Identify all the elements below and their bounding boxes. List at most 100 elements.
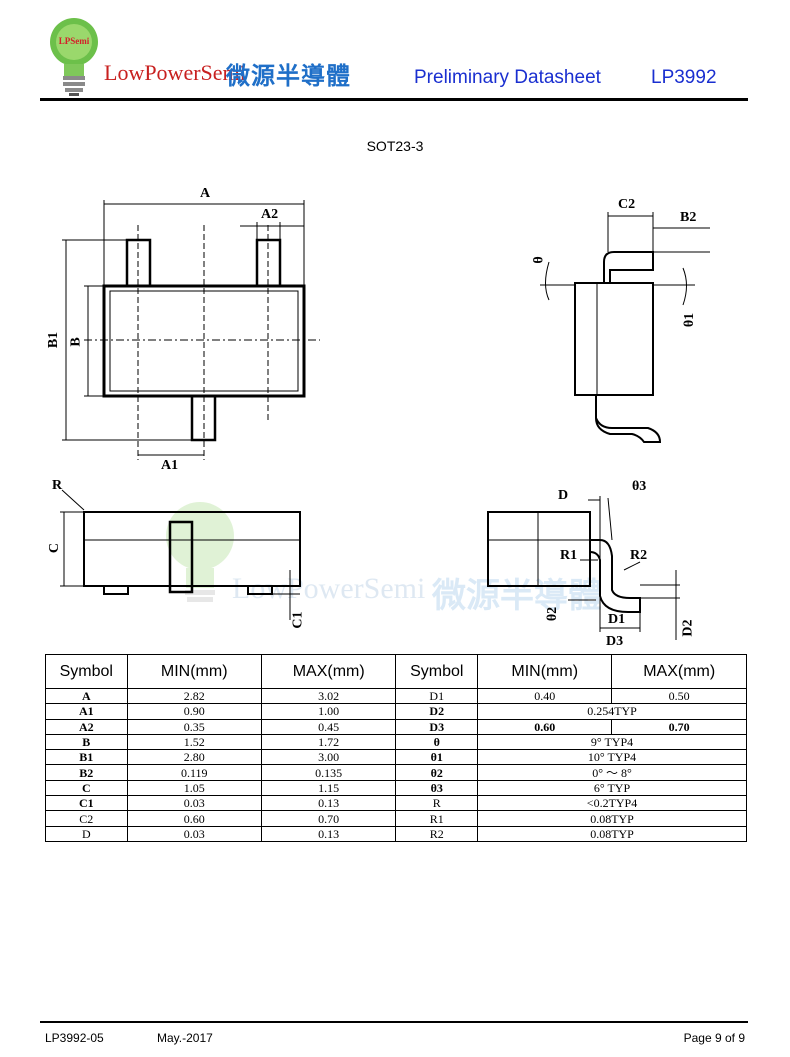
page-header: LPSemi LowPowerSemi 微源半導體 Preliminary Da… bbox=[0, 0, 790, 104]
col-symbol-2: Symbol bbox=[395, 654, 479, 689]
value-cell: <0.2TYP4 bbox=[477, 795, 747, 812]
label-R1: R1 bbox=[560, 548, 578, 563]
min-cell: 0.90 bbox=[126, 703, 262, 720]
min-cell: 2.80 bbox=[126, 749, 262, 766]
label-A: A bbox=[200, 186, 211, 201]
label-theta2: θ2 bbox=[545, 606, 561, 622]
symbol-cell: θ bbox=[395, 733, 479, 751]
label-A2: A2 bbox=[261, 207, 279, 222]
document-title: Preliminary Datasheet bbox=[414, 67, 601, 88]
min-cell: 0.03 bbox=[126, 825, 262, 842]
front-view bbox=[60, 489, 301, 620]
footer-page-number: Page 9 of 9 bbox=[683, 1031, 745, 1045]
symbol-cell: D3 bbox=[395, 718, 479, 735]
max-cell: 0.70 bbox=[611, 718, 747, 735]
detail-view bbox=[487, 496, 680, 640]
symbol-cell: B1 bbox=[45, 749, 128, 766]
min-cell: 0.119 bbox=[126, 764, 262, 781]
footer-rule bbox=[40, 1021, 748, 1023]
part-number: LP3992 bbox=[651, 67, 717, 88]
package-outline-drawing bbox=[60, 200, 710, 640]
max-cell: 3.02 bbox=[260, 687, 397, 705]
max-cell: 3.00 bbox=[260, 749, 397, 766]
label-C2: C2 bbox=[618, 197, 636, 212]
max-cell: 0.13 bbox=[260, 825, 397, 842]
symbol-cell: R2 bbox=[395, 825, 479, 842]
symbol-cell: B bbox=[45, 733, 128, 751]
label-D3: D3 bbox=[606, 634, 624, 649]
symbol-cell: R bbox=[395, 795, 479, 812]
symbol-cell: C2 bbox=[45, 810, 128, 827]
value-cell: 0° ～ 8° bbox=[477, 764, 747, 781]
symbol-cell: C bbox=[45, 779, 128, 797]
min-cell: 1.05 bbox=[126, 779, 262, 797]
label-D: D bbox=[558, 488, 569, 503]
value-cell: 0.08TYP bbox=[477, 825, 747, 842]
label-B1: B1 bbox=[46, 331, 62, 349]
value-cell: 0.08TYP bbox=[477, 810, 747, 827]
max-cell: 0.70 bbox=[260, 810, 397, 827]
label-C: C bbox=[47, 542, 63, 554]
label-theta: θ bbox=[531, 256, 547, 264]
watermark-brand: LowPowerSemi bbox=[232, 572, 426, 605]
max-cell: 0.135 bbox=[260, 764, 397, 781]
footer-date: May.-2017 bbox=[157, 1031, 213, 1045]
brand-name: LowPowerSemi bbox=[104, 60, 246, 85]
package-title: SOT23-3 bbox=[366, 138, 424, 154]
label-B: B bbox=[68, 337, 84, 347]
symbol-cell: θ1 bbox=[395, 749, 479, 766]
col-symbol: Symbol bbox=[45, 654, 128, 689]
min-cell: 0.60 bbox=[477, 718, 613, 735]
max-cell: 1.00 bbox=[260, 703, 397, 720]
col-max: MAX(mm) bbox=[260, 654, 397, 689]
symbol-cell: B2 bbox=[45, 764, 128, 781]
label-C1: C1 bbox=[290, 611, 306, 629]
max-cell: 1.72 bbox=[260, 733, 397, 751]
min-cell: 2.82 bbox=[126, 687, 262, 705]
min-cell: 1.52 bbox=[126, 733, 262, 751]
value-cell: 0.254TYP bbox=[477, 703, 747, 720]
min-cell: 0.40 bbox=[477, 687, 613, 705]
max-cell: 1.15 bbox=[260, 779, 397, 797]
symbol-cell: A2 bbox=[45, 718, 128, 735]
table-header-row: Symbol MIN(mm) MAX(mm) Symbol MIN(mm) MA… bbox=[45, 654, 747, 689]
svg-text:LPSemi: LPSemi bbox=[59, 36, 90, 46]
label-D1: D1 bbox=[608, 612, 626, 627]
label-theta1: θ1 bbox=[682, 312, 698, 328]
symbol-cell: θ3 bbox=[395, 779, 479, 797]
symbol-cell: θ2 bbox=[395, 764, 479, 781]
label-D2: D2 bbox=[680, 619, 696, 637]
dimensions-table: Symbol MIN(mm) MAX(mm) Symbol MIN(mm) MA… bbox=[45, 654, 747, 842]
symbol-cell: D bbox=[45, 825, 128, 842]
symbol-cell: D1 bbox=[395, 687, 479, 705]
label-R: R bbox=[52, 478, 63, 493]
symbol-cell: A bbox=[45, 687, 128, 705]
footer-doc-id: LP3992-05 bbox=[45, 1031, 104, 1045]
max-cell: 0.45 bbox=[260, 718, 397, 735]
max-cell: 0.13 bbox=[260, 795, 397, 812]
label-B2: B2 bbox=[680, 210, 697, 225]
min-cell: 0.03 bbox=[126, 795, 262, 812]
brand-name-cn: 微源半導體 bbox=[226, 62, 351, 90]
col-min: MIN(mm) bbox=[126, 654, 262, 689]
min-cell: 0.35 bbox=[126, 718, 262, 735]
min-cell: 0.60 bbox=[126, 810, 262, 827]
max-cell: 0.50 bbox=[611, 687, 747, 705]
symbol-cell: C1 bbox=[45, 795, 128, 812]
lightbulb-logo-icon: LPSemi bbox=[50, 18, 98, 96]
value-cell: 10° TYP4 bbox=[477, 749, 747, 766]
top-view bbox=[62, 200, 320, 460]
label-theta3: θ3 bbox=[632, 479, 647, 494]
col-max-2: MAX(mm) bbox=[611, 654, 747, 689]
symbol-cell: R1 bbox=[395, 810, 479, 827]
value-cell: 9° TYP4 bbox=[477, 733, 747, 751]
side-view bbox=[540, 212, 710, 443]
